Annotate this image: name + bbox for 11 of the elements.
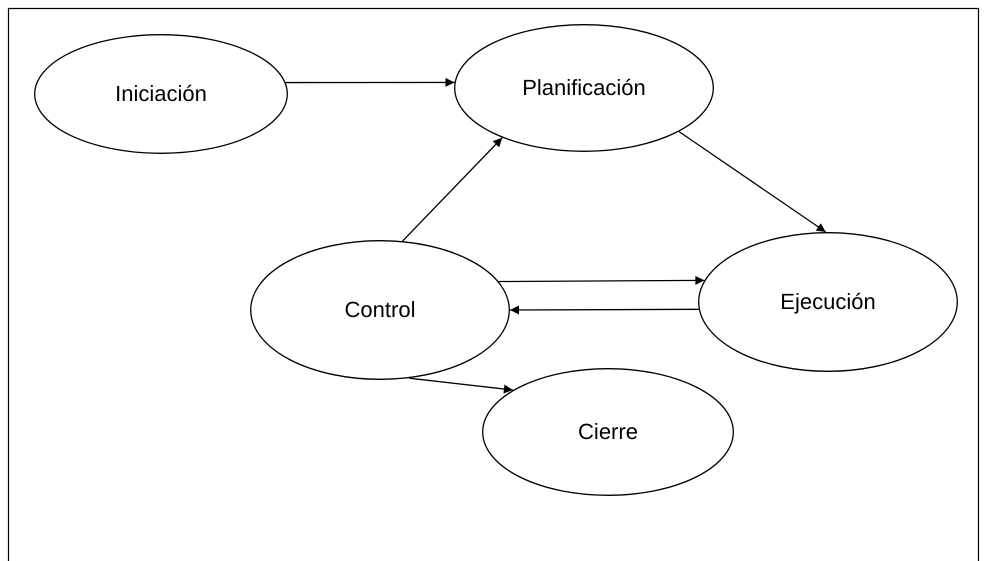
arrow <box>286 78 454 87</box>
arrow <box>409 378 513 394</box>
node-label: Control <box>344 297 416 323</box>
node-label: Iniciación <box>115 81 207 107</box>
node-label: Planificación <box>522 75 646 101</box>
arrow <box>498 276 704 285</box>
arrow <box>510 305 699 314</box>
node-label: Cierre <box>578 419 638 445</box>
arrow <box>402 137 503 242</box>
arrow <box>678 131 826 233</box>
node-label: Ejecución <box>780 289 876 315</box>
